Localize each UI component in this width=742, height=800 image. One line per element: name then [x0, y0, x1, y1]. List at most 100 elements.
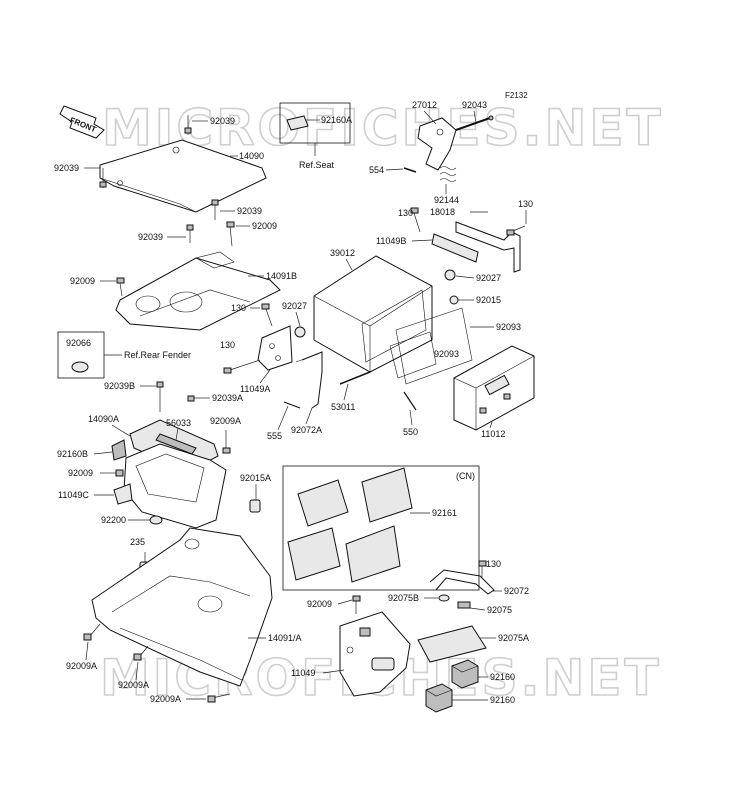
note-ref-rear-fender: Ref.Rear Fender [124, 350, 191, 360]
part-14090-pan [99, 139, 267, 213]
note-cn: (CN) [456, 471, 475, 481]
label-92039-c: 92039 [237, 206, 262, 216]
part-92160-block-b [425, 683, 453, 713]
label-92039A: 92039A [212, 393, 243, 403]
label-11012: 11012 [481, 429, 505, 439]
part-11049a-bracket [257, 325, 293, 371]
part-92015-nut [449, 295, 459, 305]
label-14090: 14090 [239, 151, 264, 161]
label-11049C: 11049C [58, 490, 89, 500]
bolt-icon [99, 115, 219, 243]
part-92161-foam [287, 467, 413, 583]
label-92160-b: 92160 [490, 695, 515, 705]
label-92072A: 92072A [291, 425, 322, 435]
label-92075B: 92075B [388, 593, 419, 603]
label-92015A: 92015A [240, 473, 271, 483]
part-14091b-tray [115, 251, 281, 331]
part-92066-grommet [71, 361, 89, 373]
label-92027-a: 92027 [476, 273, 501, 283]
part-555-pin [283, 401, 301, 409]
bolt-icon [222, 430, 231, 454]
part-92043-pin [455, 115, 494, 131]
label-555: 555 [267, 431, 282, 441]
label-92039-b: 92039 [54, 163, 79, 173]
label-130-c: 130 [231, 303, 246, 313]
part-92160-block-a [451, 659, 479, 689]
label-39012: 39012 [330, 248, 355, 258]
label-92075A: 92075A [498, 633, 529, 643]
label-14091B: 14091B [266, 271, 297, 281]
label-56033: 56033 [166, 418, 191, 428]
part-550-pin [403, 391, 417, 411]
part-92075-pad [457, 601, 471, 609]
label-92009-d: 92009 [307, 599, 332, 609]
label-14091A: 14091/A [268, 633, 302, 643]
bolt-icon [100, 469, 124, 477]
part-27012-latch [417, 117, 457, 171]
label-92043: 92043 [462, 100, 487, 110]
label-92009A-a: 92009A [210, 416, 241, 426]
label-53011: 53011 [331, 402, 355, 412]
label-92093-b: 92093 [434, 349, 459, 359]
label-92039-a: 92039 [210, 116, 235, 126]
part-11012-battery [453, 345, 535, 431]
cn-box [282, 465, 480, 591]
label-27012: 27012 [412, 100, 437, 110]
part-92160a-pad [286, 115, 309, 131]
part-92075b-washer [438, 594, 450, 602]
label-235: 235 [130, 537, 145, 547]
label-92200: 92200 [101, 515, 126, 525]
label-92009A-c: 92009A [118, 680, 149, 690]
label-92027-b: 92027 [282, 301, 307, 311]
label-92160A: 92160A [321, 115, 352, 125]
part-92027-washer-b [294, 326, 306, 338]
label-92009-b: 92009 [70, 276, 95, 286]
label-92066: 92066 [66, 338, 91, 348]
label-130-b: 130 [518, 199, 533, 209]
label-92144: 92144 [434, 195, 459, 205]
label-14090A: 14090A [88, 414, 119, 424]
label-92009-a: 92009 [252, 221, 277, 231]
part-92072-strap [429, 569, 495, 595]
label-92075: 92075 [487, 605, 512, 615]
part-92027-washer-a [444, 269, 456, 281]
bolt-icon [116, 221, 235, 297]
front-arrow-icon: FRONT [59, 105, 105, 139]
label-92161: 92161 [432, 508, 457, 518]
bolt-icon [223, 359, 261, 374]
label-92160-a: 92160 [490, 672, 515, 682]
part-92015a-nut [249, 499, 261, 513]
label-92039-d: 92039 [138, 232, 163, 242]
part-14091a-fender [91, 527, 273, 687]
label-92093-a: 92093 [496, 322, 521, 332]
part-92093-pad-b [389, 331, 437, 379]
part-53011-rod [339, 371, 371, 385]
part-18018-bracket [455, 221, 521, 273]
part-11049c-bracket [113, 483, 133, 505]
part-39012-case [313, 255, 433, 373]
label-11049B: 11049B [376, 236, 406, 246]
note-ref-seat: Ref.Seat [299, 160, 335, 170]
label-92015: 92015 [476, 295, 501, 305]
figure-code: F2132 [505, 91, 528, 100]
label-92160B: 92160B [57, 449, 88, 459]
label-92009A-b: 92009A [66, 661, 97, 671]
label-11049: 11049 [291, 668, 315, 678]
part-11049b-bracket [431, 233, 479, 263]
label-11049A: 11049A [240, 384, 270, 394]
label-92039B: 92039B [104, 381, 135, 391]
label-92009-c: 92009 [68, 468, 93, 478]
label-18018: 18018 [430, 207, 455, 217]
part-92072a-strap [295, 351, 323, 409]
part-11049-bracket [339, 611, 411, 697]
bolt-icon [410, 207, 526, 236]
part-92160b-pad [111, 439, 127, 461]
part-554-pin [403, 167, 417, 173]
part-92075a-pad [417, 625, 487, 663]
part-92093-pad-a [395, 307, 473, 385]
part-92144-spring [439, 166, 457, 182]
bolt-icon [352, 595, 361, 614]
label-554: 554 [369, 165, 384, 175]
label-92072: 92072 [504, 586, 529, 596]
